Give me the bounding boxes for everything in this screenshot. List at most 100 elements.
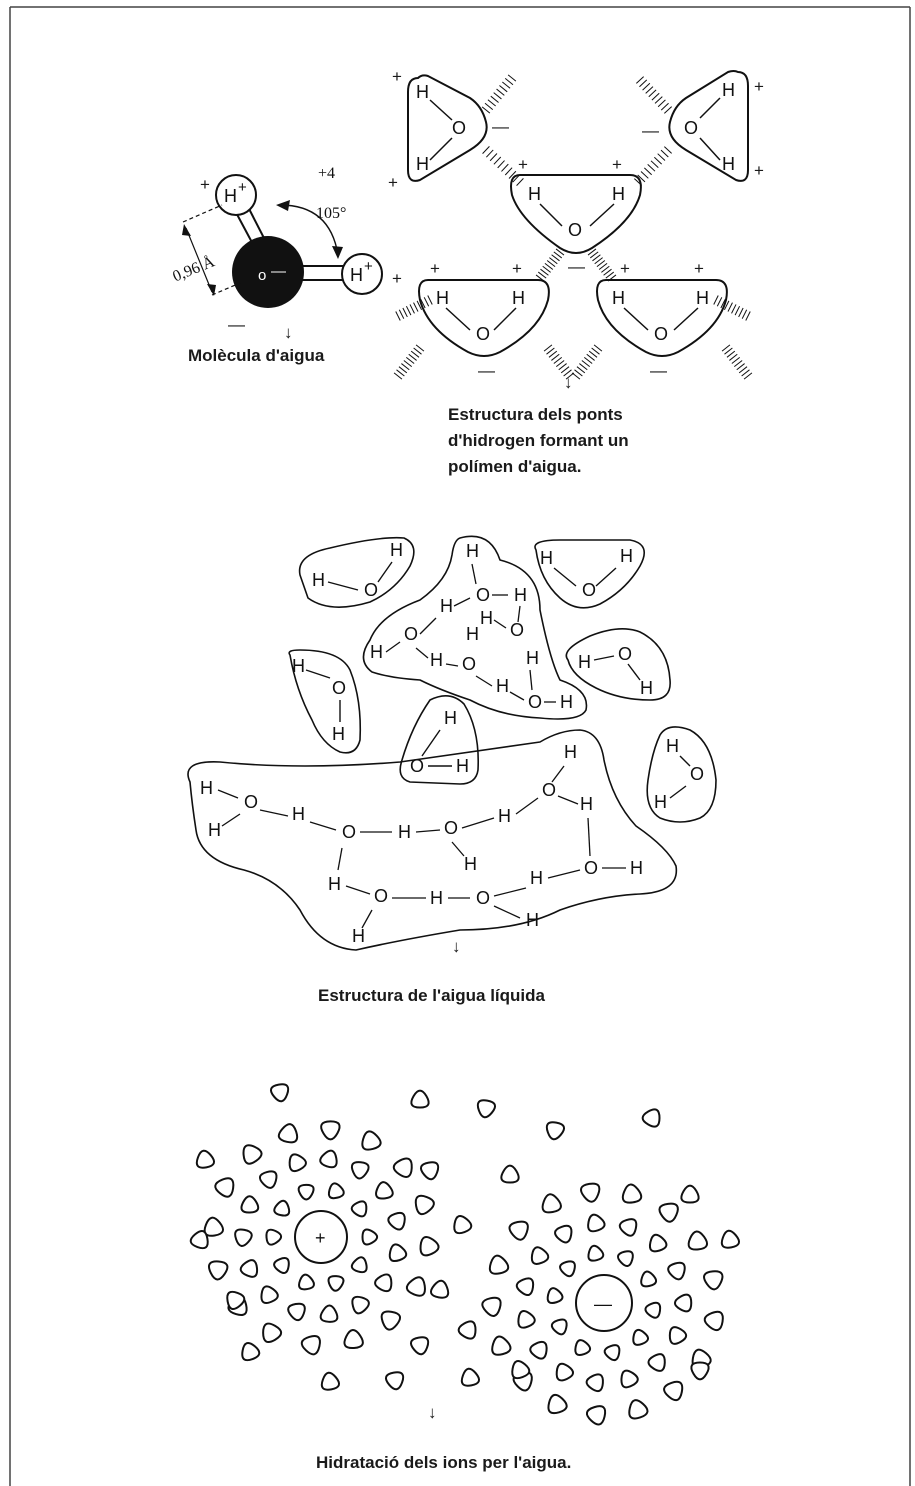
svg-text:O: O: [476, 585, 490, 605]
water-shape: [501, 1166, 518, 1183]
water-shape: [421, 1162, 438, 1179]
oxygen-label: o: [258, 267, 266, 284]
water-shape: [241, 1260, 257, 1277]
svg-text:O: O: [452, 118, 466, 138]
water-shape: [532, 1247, 548, 1264]
arrow-down-molecule: ↓: [284, 323, 293, 342]
svg-text:O: O: [528, 692, 542, 712]
polymer-molecule-bottom-left: H H O + + —: [419, 259, 549, 380]
water-shape: [290, 1154, 306, 1171]
water-shape: [605, 1345, 620, 1360]
svg-text:H: H: [444, 708, 457, 728]
svg-text:H: H: [654, 792, 667, 812]
polymer-molecule-top-left: H H O + + —: [388, 67, 509, 192]
water-shape: [261, 1286, 277, 1303]
water-shape: [299, 1275, 314, 1290]
hydrogen-right-charge: +: [364, 258, 373, 275]
svg-text:H: H: [398, 822, 411, 842]
water-shape: [271, 1084, 288, 1101]
oxygen-atom: [232, 236, 304, 308]
arrow-down-polymer: ↓: [564, 373, 573, 392]
water-shape: [302, 1336, 320, 1354]
svg-text:O: O: [582, 580, 596, 600]
svg-text:O: O: [342, 822, 356, 842]
water-molecule-diagram: o — H + H + + + — ↓ +4 105° 0,96 Å Molèc…: [170, 165, 402, 365]
water-shape: [530, 1342, 546, 1359]
hydration-caption: Hidratació dels ions per l'aigua.: [316, 1453, 571, 1472]
svg-text:H: H: [328, 874, 341, 894]
svg-text:H: H: [696, 288, 709, 308]
water-shape: [362, 1131, 380, 1149]
svg-text:H: H: [436, 288, 449, 308]
svg-text:H: H: [496, 676, 509, 696]
svg-text:O: O: [374, 886, 388, 906]
svg-text:O: O: [332, 678, 346, 698]
svg-text:H: H: [200, 778, 213, 798]
water-shape: [266, 1230, 281, 1245]
svg-text:O: O: [690, 764, 704, 784]
water-shape: [650, 1235, 667, 1252]
water-shape: [518, 1311, 534, 1328]
svg-text:H: H: [440, 596, 453, 616]
svg-text:H: H: [560, 692, 573, 712]
svg-text:+: +: [612, 155, 622, 174]
water-shape: [321, 1121, 339, 1139]
water-shape: [543, 1194, 561, 1212]
water-shape: [390, 1244, 407, 1261]
water-shape: [459, 1321, 476, 1338]
water-shape: [209, 1261, 227, 1279]
water-shape: [618, 1251, 633, 1266]
hydrogen-top-label: H: [224, 186, 237, 206]
svg-text:H: H: [352, 926, 365, 946]
water-shape: [675, 1295, 691, 1312]
water-shape: [512, 1361, 529, 1378]
water-shape: [344, 1330, 362, 1348]
svg-text:H: H: [528, 184, 541, 204]
cation-label: +: [315, 1228, 326, 1248]
water-shape: [641, 1272, 656, 1287]
molecule-caption: Molècula d'aigua: [188, 346, 325, 365]
water-shape: [670, 1327, 686, 1344]
svg-text:O: O: [510, 620, 524, 640]
anion-label: —: [594, 1294, 612, 1314]
svg-text:O: O: [364, 580, 378, 600]
water-shape: [645, 1303, 660, 1318]
svg-text:H: H: [332, 724, 345, 744]
polymer-molecule-bottom-right: H H O + + —: [597, 259, 727, 380]
plus-right: +: [392, 269, 402, 288]
water-shape: [664, 1382, 682, 1400]
water-shape: [490, 1256, 508, 1274]
angle-label: 105°: [316, 205, 346, 222]
svg-text:O: O: [684, 118, 698, 138]
water-shape: [517, 1278, 533, 1295]
water-shape: [509, 1222, 527, 1240]
water-shape: [375, 1274, 391, 1291]
water-shape: [386, 1372, 403, 1389]
water-shape: [659, 1204, 677, 1222]
water-shape: [205, 1218, 223, 1236]
water-shape: [588, 1215, 604, 1232]
bond-length-label: 0,96 Å: [170, 252, 218, 285]
polymer-caption-line-2: d'hidrogen formant un: [448, 431, 629, 450]
water-shape: [552, 1319, 567, 1334]
water-shape: [620, 1219, 637, 1236]
water-shape: [352, 1297, 369, 1314]
svg-text:H: H: [464, 854, 477, 874]
svg-text:H: H: [466, 624, 479, 644]
water-shape: [704, 1271, 722, 1289]
svg-text:H: H: [292, 656, 305, 676]
hydrogen-top-charge: +: [238, 179, 247, 196]
svg-text:H: H: [370, 642, 383, 662]
water-shape: [260, 1171, 277, 1188]
svg-text:—: —: [650, 361, 667, 380]
water-shape: [492, 1337, 510, 1355]
liquid-caption: Estructura de l'aigua líquida: [318, 986, 546, 1005]
svg-text:O: O: [618, 644, 632, 664]
svg-text:H: H: [540, 548, 553, 568]
svg-text:+: +: [388, 173, 398, 192]
hydrogen-bond-polymer-diagram: H H O + + — H H O + + — H H O: [388, 67, 764, 476]
polymer-molecule-top-right: H H O + + —: [642, 71, 764, 181]
water-shape: [689, 1231, 707, 1249]
svg-text:H: H: [526, 910, 539, 930]
